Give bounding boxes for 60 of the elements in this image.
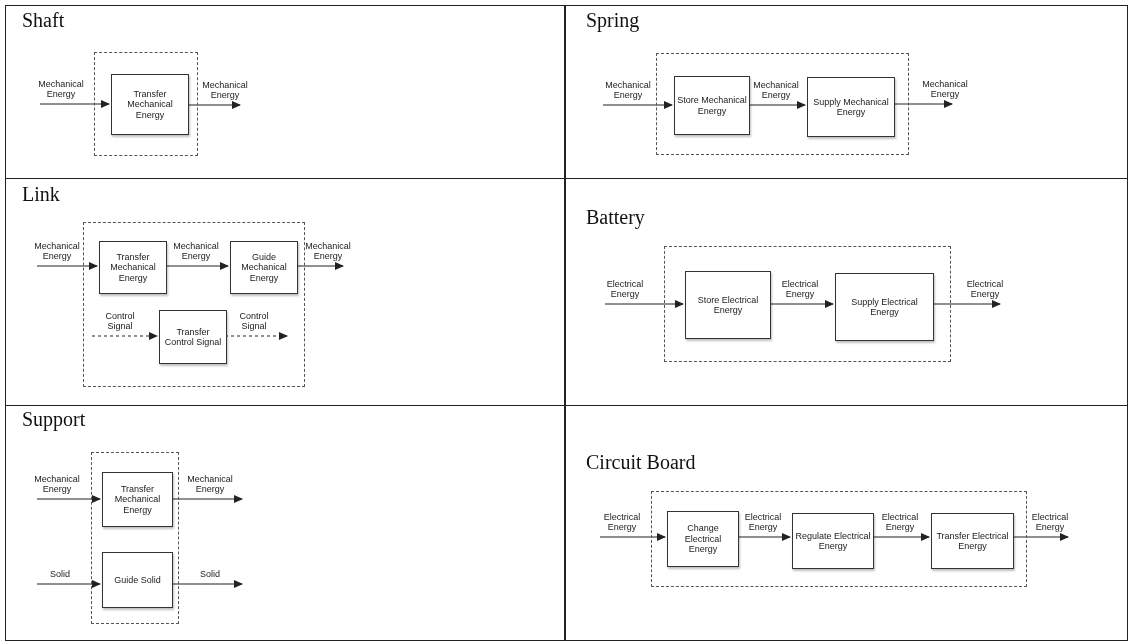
diagram-panel (565, 5, 1128, 179)
function-block: Regulate Electrical Energy (792, 513, 874, 569)
diagram-panel (5, 405, 565, 641)
panel-title: Support (22, 408, 86, 431)
function-block: Store Electrical Energy (685, 271, 771, 339)
system-boundary (664, 246, 951, 362)
panel-title: Shaft (22, 9, 65, 32)
system-boundary (656, 53, 909, 155)
flow-arrow (36, 580, 101, 588)
edge-label: Electrical Energy (1030, 513, 1070, 533)
function-block: Supply Mechanical Energy (807, 77, 895, 137)
diagram-panel (5, 5, 565, 179)
panel-title: Battery (586, 206, 645, 229)
function-block: Store Mechanical Energy (674, 76, 750, 135)
system-boundary (83, 222, 305, 387)
edge-label: Solid (199, 570, 221, 580)
edge-label: Electrical Energy (602, 513, 642, 533)
edge-label: Mechanical Energy (33, 475, 81, 495)
function-block: Transfer Control Signal (159, 310, 227, 364)
edge-label: Mechanical Energy (921, 80, 969, 100)
panel-title: Link (22, 183, 60, 206)
edge-label: Electrical Energy (743, 513, 783, 533)
edge-label: Mechanical Energy (37, 80, 85, 100)
edge-label: Mechanical Energy (186, 475, 234, 495)
function-block: Transfer Mechanical Energy (99, 241, 167, 294)
function-block: Change Electrical Energy (667, 511, 739, 567)
edge-label: Electrical Energy (880, 513, 920, 533)
flow-arrow (39, 100, 110, 108)
diagram-panel (565, 405, 1128, 641)
function-block: Guide Mechanical Energy (230, 241, 298, 294)
function-block: Supply Electrical Energy (835, 273, 934, 341)
diagram-panel (5, 178, 565, 406)
edge-label: Mechanical Energy (201, 81, 249, 101)
function-block: Transfer Electrical Energy (931, 513, 1014, 569)
panel-title: Spring (586, 9, 640, 32)
flow-arrow (91, 332, 158, 340)
diagram-panel (565, 178, 1128, 406)
system-boundary (91, 452, 179, 624)
edge-label: Mechanical Energy (304, 242, 352, 262)
function-block: Guide Solid (102, 552, 173, 608)
edge-label: Electrical Energy (965, 280, 1005, 300)
edge-label: Electrical Energy (605, 280, 645, 300)
function-block: Transfer Mechanical Energy (111, 74, 189, 135)
edge-label: Control Signal (104, 312, 136, 332)
flow-arrow (599, 533, 666, 541)
flow-arrow (602, 101, 673, 109)
edge-label: Mechanical Energy (604, 81, 652, 101)
system-boundary (651, 491, 1027, 587)
system-boundary (94, 52, 198, 156)
edge-label: Control Signal (238, 312, 270, 332)
panel-title: Circuit Board (586, 451, 696, 474)
edge-label: Mechanical Energy (172, 242, 220, 262)
edge-label: Solid (49, 570, 71, 580)
edge-label: Mechanical Energy (752, 81, 800, 101)
flow-arrow (36, 495, 101, 503)
flow-arrow (604, 300, 684, 308)
edge-label: Electrical Energy (780, 280, 820, 300)
edge-label: Mechanical Energy (33, 242, 81, 262)
flow-arrow (36, 262, 98, 270)
function-block: Transfer Mechanical Energy (102, 472, 173, 527)
